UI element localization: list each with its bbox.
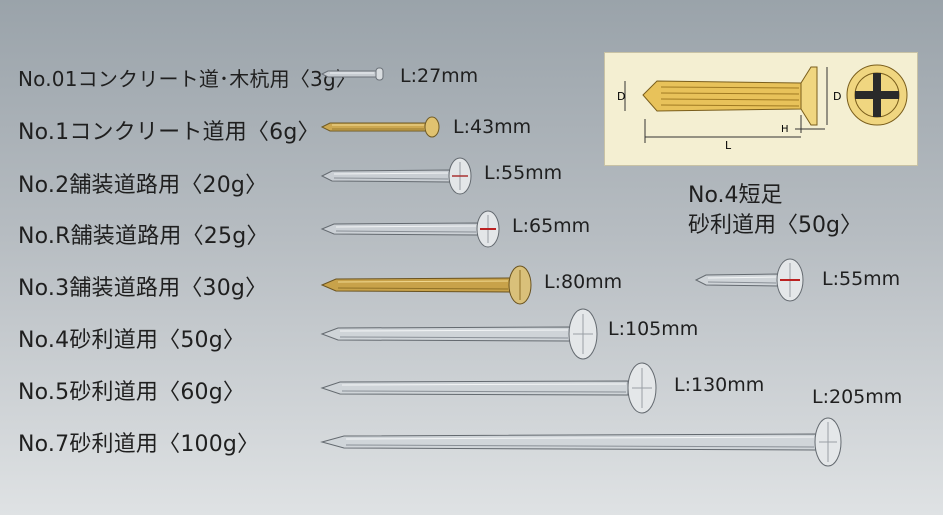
nail-label-noR: No.R舗装道路用〈25g〉 <box>18 224 269 249</box>
short-nail-title-line1: No.4短足 <box>688 183 783 208</box>
length-label-no4-short: L:55mm <box>822 268 901 290</box>
length-label-no01: L:27mm <box>400 65 479 87</box>
dimension-label-l: L <box>725 139 732 152</box>
nail-label-no1: No.1コンクリート道用〈6g〉 <box>18 120 320 145</box>
length-label-no1: L:43mm <box>453 116 532 138</box>
nail-image-no01 <box>320 67 384 81</box>
nail-image-no2 <box>320 157 472 195</box>
length-label-noR: L:65mm <box>512 215 591 237</box>
nail-image-no5 <box>320 362 657 414</box>
length-label-no4: L:105mm <box>608 318 699 340</box>
short-nail-title-line2: 砂利道用〈50g〉 <box>688 213 862 238</box>
length-label-no3: L:80mm <box>544 271 623 293</box>
nail-label-no01: No.01コンクリート道･木杭用〈3g〉 <box>18 67 357 91</box>
nail-label-no3: No.3舗装道路用〈30g〉 <box>18 276 268 301</box>
nail-image-no3 <box>320 265 532 305</box>
nail-image-noR <box>320 210 500 248</box>
dimension-diagram: D D L H <box>604 52 918 166</box>
nail-image-no7 <box>320 417 842 467</box>
length-label-no5: L:130mm <box>674 374 765 396</box>
dimension-diagram-drawing: D D L H <box>617 64 908 152</box>
dimension-label-d-head: D <box>833 90 841 103</box>
nail-image-no1 <box>320 116 440 138</box>
dimension-label-h: H <box>781 124 789 135</box>
nail-image-no4 <box>320 308 598 360</box>
length-label-no7: L:205mm <box>812 386 903 408</box>
dimension-label-d-shank: D <box>617 90 625 103</box>
nail-image-no4-short <box>694 258 804 302</box>
nail-label-no7: No.7砂利道用〈100g〉 <box>18 432 260 457</box>
length-label-no2: L:55mm <box>484 162 563 184</box>
nail-label-no4: No.4砂利道用〈50g〉 <box>18 328 246 353</box>
nail-label-no5: No.5砂利道用〈60g〉 <box>18 380 246 405</box>
nail-label-no2: No.2舗装道路用〈20g〉 <box>18 173 268 198</box>
